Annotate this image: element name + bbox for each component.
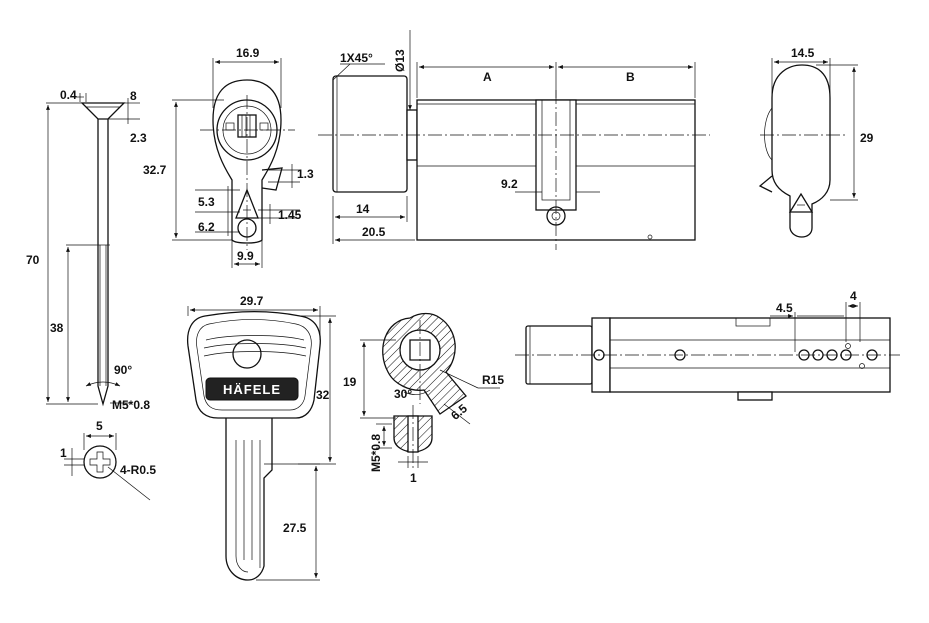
front-dim-lower-2: 6.2 — [198, 220, 215, 234]
top-view: 4.5 4 — [515, 289, 900, 401]
top-dim-pin-spacing: 4.5 — [776, 301, 793, 315]
key-dim-head-width: 29.7 — [240, 294, 264, 308]
cam-dim-angle: 30° — [394, 387, 412, 401]
key-brand: HÄFELE — [223, 382, 281, 397]
cam-section-view: 19 30° R15 6.5 M5*0.8 1 — [343, 312, 504, 485]
screw-dim-head-height: 2.3 — [130, 131, 147, 145]
front-dim-lower-right: 1.45 — [278, 208, 302, 222]
screw-dim-thread-length: 38 — [50, 321, 64, 335]
key-brand-plate — [205, 377, 299, 401]
cam-dim-height: 19 — [343, 375, 357, 389]
screw-dim-thread: M5*0.8 — [112, 398, 150, 412]
end-dim-height: 29 — [860, 131, 874, 145]
side-dim-knob-length: 14 — [356, 202, 370, 216]
side-dim-section-a: A — [483, 70, 492, 84]
screw-view: 0.4 8 2.3 70 38 90° M5*0.8 5 1 4-R0.5 — [26, 88, 156, 501]
front-dim-width: 16.9 — [236, 46, 260, 60]
screw-dim-head-width: 5 — [96, 419, 103, 433]
cam-dim-pin: 1 — [410, 471, 417, 485]
cam-dim-thread: M5*0.8 — [369, 434, 383, 472]
screw-dim-slot-width: 1 — [60, 446, 67, 460]
front-dim-height: 32.7 — [143, 163, 167, 177]
end-view: 14.5 29 — [758, 46, 874, 238]
side-dim-overall: 20.5 — [362, 225, 386, 239]
front-dim-bottom: 9.9 — [237, 249, 254, 263]
side-dim-knob-diameter: Ø13 — [393, 49, 407, 72]
screw-dim-head-clearance: 0.4 — [60, 88, 77, 102]
key-dim-blade-length: 27.5 — [283, 521, 307, 535]
front-dim-lower-1: 5.3 — [198, 195, 215, 209]
side-dim-cam-width: 9.2 — [501, 177, 518, 191]
side-dim-chamfer: 1X45° — [340, 51, 373, 65]
top-dim-pin-pitch: 4 — [850, 289, 857, 303]
key-view: HÄFELE 29.7 32 27.5 — [186, 294, 336, 581]
side-dim-section-b: B — [626, 70, 635, 84]
front-dim-cam-offset: 1.3 — [297, 167, 314, 181]
screw-dim-countersink-angle: 90° — [114, 363, 132, 377]
screw-dim-head-diameter: 8 — [130, 89, 137, 103]
cam-dim-radius: R15 — [482, 373, 504, 387]
front-view: 16.9 32.7 1.3 5.3 6.2 1.45 9.9 — [143, 46, 314, 268]
screw-dim-total-length: 70 — [26, 253, 40, 267]
end-dim-width: 14.5 — [791, 46, 815, 60]
side-view: 1X45° Ø13 A B 9.2 14 20.5 — [318, 30, 710, 250]
screw-dim-head-radius: 4-R0.5 — [120, 463, 156, 477]
key-dim-head-height: 32 — [316, 388, 330, 402]
